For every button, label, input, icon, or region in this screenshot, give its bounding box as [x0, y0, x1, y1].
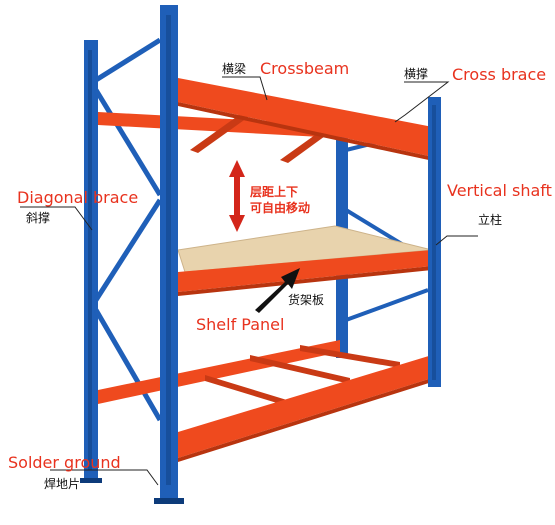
vertical-shaft-label-en: Vertical shaft [447, 181, 552, 200]
diagonal-brace-right-frame [344, 128, 430, 322]
vertical-shaft-label-cn: 立柱 [478, 213, 503, 227]
crossbeam-label-cn: 横梁 [222, 62, 247, 76]
shelf-panel-label-cn: 货架板 [288, 293, 325, 307]
bottom-crossbeam-front [178, 355, 432, 462]
middle-crossbeam-front [178, 250, 432, 296]
bottom-crossbeam-back [98, 340, 340, 404]
top-crossbeam-front [178, 78, 438, 162]
cross-brace-label-en: Cross brace [452, 65, 547, 84]
adjustable-spacing-arrow [229, 160, 245, 232]
shelf-panel-pointer-arrow [255, 268, 300, 313]
diagonal-brace-label-en: Diagonal brace [17, 188, 139, 207]
solder-ground-label-en: Solder ground [8, 453, 121, 472]
diagonal-brace-left-frame [93, 37, 163, 422]
front-left-upright [160, 5, 178, 500]
shelf-panel-label-en: Shelf Panel [196, 315, 285, 334]
diagonal-brace-label-cn: 斜撑 [26, 211, 51, 225]
top-crossbeam-back [98, 112, 340, 138]
bottom-cross-braces [205, 345, 400, 410]
front-right-upright [428, 97, 441, 387]
crossbeam-label-en: Crossbeam [260, 59, 350, 78]
leader-lines [20, 76, 478, 486]
adjustable-note-line2: 可自由移动 [250, 201, 311, 215]
back-left-upright [84, 40, 98, 480]
cross-brace-label-cn: 横撑 [404, 67, 429, 81]
solder-ground-label-cn: 焊地片 [44, 477, 81, 491]
solder-ground-plate [80, 478, 184, 504]
adjustable-note-line1: 层距上下 [250, 185, 299, 199]
